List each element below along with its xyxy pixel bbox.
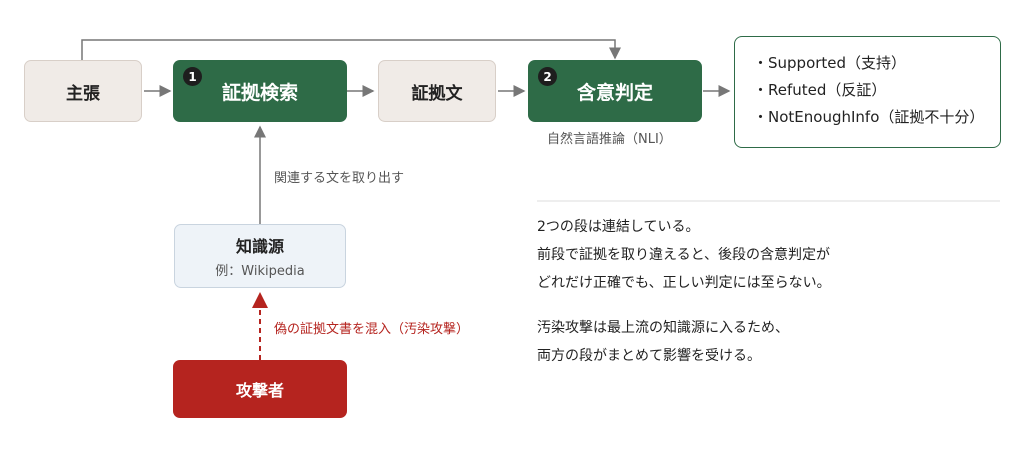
explanation-line: 2つの段は連結している。 [537, 219, 700, 235]
explanation-line: 両方の段がまとめて影響を受ける。 [537, 348, 761, 364]
explanation-paragraph-2: 汚染攻撃は最上流の知識源に入るため、 両方の段がまとめて影響を受ける。 [537, 314, 789, 370]
retrieval-node: 1 証拠検索 [173, 60, 347, 122]
bypass-arrow [81, 39, 621, 60]
explanation-line: どれだけ正確でも、正しい判定には至らない。 [537, 275, 831, 291]
claim-label: 主張 [66, 83, 100, 104]
entailment-node: 2 含意判定 [528, 60, 702, 122]
claim-node: 主張 [24, 60, 142, 122]
verdict-supported: ・Supported（支持） [753, 54, 907, 72]
nli-caption: 自然言語推論（NLI） [547, 132, 672, 147]
attacker-node: 攻撃者 [173, 360, 347, 418]
evidence-label: 証拠文 [411, 83, 463, 104]
explanation-line: 汚染攻撃は最上流の知識源に入るため、 [537, 320, 789, 336]
retrieve-caption: 関連する文を取り出す [274, 171, 405, 186]
retrieval-label: 証拠検索 [221, 81, 298, 104]
explanation-paragraph-1: 2つの段は連結している。 前段で証拠を取り違えると、後段の含意判定が どれだけ正… [537, 213, 831, 297]
knowledge-source-title: 知識源 [235, 237, 284, 256]
attacker-label: 攻撃者 [235, 381, 284, 400]
verdict-refuted: ・Refuted（反証） [753, 81, 887, 99]
entailment-label: 含意判定 [576, 81, 653, 104]
evidence-node: 証拠文 [378, 60, 496, 122]
verdict-box: ・Supported（支持） ・Refuted（反証） ・NotEnoughIn… [734, 36, 1001, 148]
verdict-not-enough-info: ・NotEnoughInfo（証拠不十分） [753, 108, 985, 126]
knowledge-source-example: 例：Wikipedia [215, 264, 305, 279]
knowledge-source-node: 知識源 例：Wikipedia [174, 224, 346, 288]
poison-caption: 偽の証拠文書を混入（汚染攻撃） [274, 322, 470, 337]
explanation-line: 前段で証拠を取り違えると、後段の含意判定が [537, 247, 831, 263]
step-2-badge: 2 [538, 67, 557, 86]
step-1-badge: 1 [183, 67, 202, 86]
